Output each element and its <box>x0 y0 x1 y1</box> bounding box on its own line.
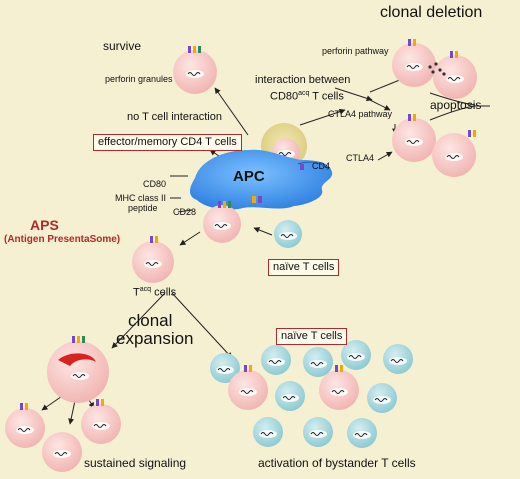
title-clonal-deletion: clonal deletion <box>380 4 483 21</box>
label-aps: APS <box>30 217 59 233</box>
label-cd80: CD80 <box>143 179 167 189</box>
label-aps-full: (Antigen PresentaSome) <box>4 234 121 245</box>
interaction-line2-post: T cells <box>309 90 344 103</box>
signal-swirl-icon <box>58 353 96 366</box>
tacq-sup: acq <box>139 286 152 293</box>
label-sustained-signaling: sustained signaling <box>84 456 187 470</box>
label-no-t-cell-interaction: no T cell interaction <box>127 111 222 123</box>
receptor-icon <box>20 39 476 410</box>
label-mhc-line1: MHC class II <box>115 193 167 203</box>
label-clonal: clonal <box>128 311 173 330</box>
label-perforin-granules: perforin granules <box>105 74 173 84</box>
tacq-pre: T <box>133 286 140 299</box>
naive-t-cell-icon <box>210 220 413 448</box>
label-mhc-line2: peptide <box>128 203 158 213</box>
label-naive-t-cells-2: naïve T cells <box>276 328 348 345</box>
label-apc: APC <box>233 168 265 185</box>
label-cd28: CD28 <box>173 207 197 217</box>
label-ctla4: CTLA4 <box>346 153 375 163</box>
label-apoptosis: apoptosis <box>430 98 482 112</box>
tacq-post: cells <box>151 286 177 299</box>
label-ctla4-pathway: CTLA4 pathway <box>328 109 393 119</box>
label-survive: survive <box>103 39 142 53</box>
label-naive-t-cells-1: naïve T cells <box>268 259 340 276</box>
interaction-line2-sup: acq <box>298 90 310 97</box>
label-tacq-cells: Tacq cells <box>133 286 176 299</box>
label-activation-bystander: activation of bystander T cells <box>258 456 416 470</box>
label-perforin-pathway: perforin pathway <box>322 46 389 56</box>
label-effector-memory: effector/memory CD4 T cells <box>93 134 242 151</box>
arrows <box>41 74 490 425</box>
label-interaction-line1: interaction between <box>255 74 351 86</box>
interaction-line2-pre: CD80 <box>270 90 299 103</box>
label-expansion: expansion <box>116 329 194 348</box>
label-interaction-line2: CD80acq T cells <box>270 90 344 103</box>
t-cell-icon <box>5 43 477 472</box>
apc-icon <box>189 149 333 210</box>
label-cd4: CD4 <box>312 161 331 171</box>
